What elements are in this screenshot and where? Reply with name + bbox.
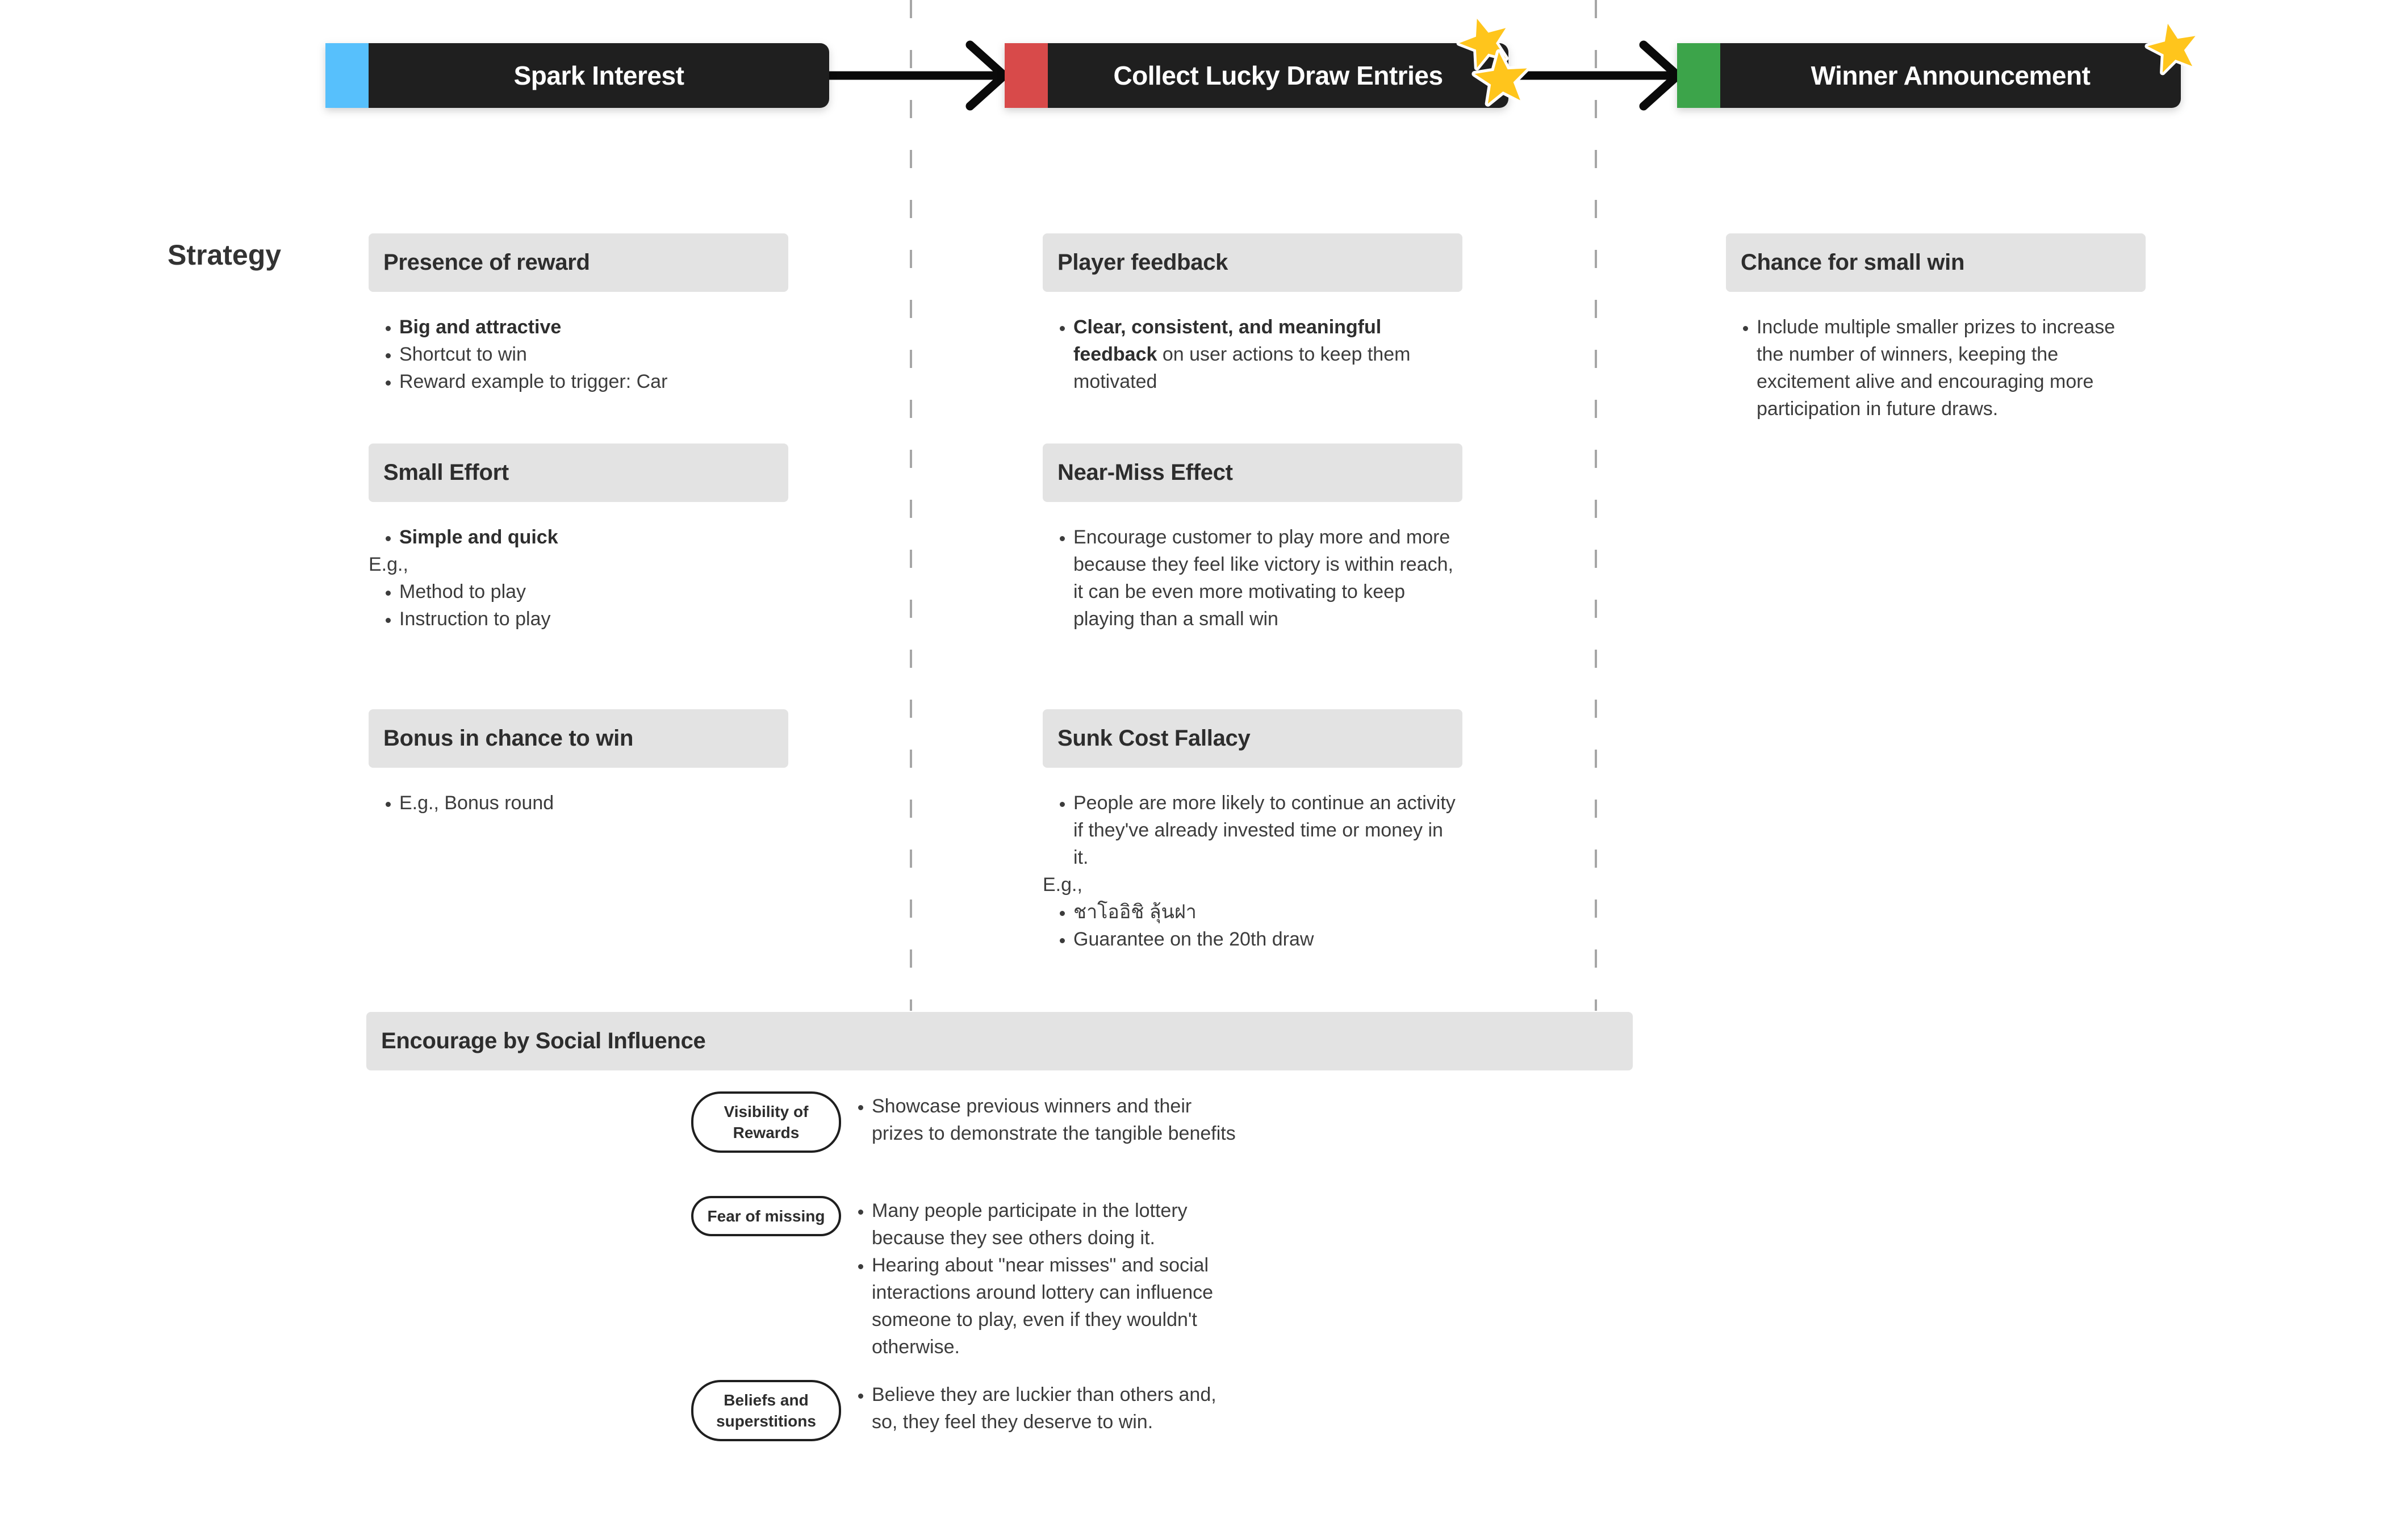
phase-accent-green — [1677, 43, 1720, 108]
section-title: Sunk Cost Fallacy — [1057, 726, 1251, 751]
social-group-beliefs-and-superstitions: Beliefs and superstitions Believe they a… — [691, 1380, 1247, 1441]
section-sunk-cost-fallacy: Sunk Cost Fallacy People are more likely… — [1043, 709, 1462, 953]
pill-visibility-of-rewards: Visibility of Rewards — [691, 1091, 841, 1153]
section-small-effort: Small Effort Simple and quick E.g., Meth… — [369, 444, 788, 633]
column-divider-2 — [1595, 0, 1597, 1011]
column-winner-announcement: Chance for small win Include multiple sm… — [1726, 0, 2146, 1527]
section-title: Player feedback — [1057, 250, 1228, 275]
phase-accent-red — [1005, 43, 1048, 108]
list-item: Simple and quick — [399, 524, 788, 551]
section-encourage-by-social-influence: Encourage by Social Influence — [366, 1012, 1633, 1070]
eg-label: E.g., — [369, 554, 408, 575]
list-item: Encourage customer to play more and more… — [1073, 524, 1462, 633]
arrow-right-icon — [827, 40, 1009, 111]
list-item: E.g., Bonus round — [399, 789, 788, 817]
list-item: Method to play — [399, 578, 788, 605]
section-title: Chance for small win — [1741, 250, 1965, 275]
phase-title: Spark Interest — [513, 61, 684, 90]
phase-accent-blue — [325, 43, 369, 108]
list-item: Big and attractive — [399, 313, 788, 341]
list-item: Shortcut to win — [399, 341, 788, 368]
pill-fear-of-missing: Fear of missing — [691, 1196, 841, 1236]
row-label-strategy: Strategy — [168, 239, 282, 271]
eg-label: E.g., — [1043, 874, 1082, 896]
section-title: Small Effort — [383, 460, 509, 485]
phase-title: Collect Lucky Draw Entries — [1113, 61, 1443, 90]
list-item: Hearing about "near misses" and social i… — [872, 1252, 1247, 1361]
section-near-miss-effect: Near-Miss Effect Encourage customer to p… — [1043, 444, 1462, 633]
section-player-feedback: Player feedback Clear, consistent, and m… — [1043, 233, 1462, 395]
phase-bar-winner-announcement: Winner Announcement — [1677, 43, 2181, 108]
star-icon — [1456, 16, 1509, 71]
pill-beliefs-and-superstitions: Beliefs and superstitions — [691, 1380, 841, 1441]
phase-bar-spark-interest: Spark Interest — [325, 43, 829, 108]
star-icon — [1471, 49, 1530, 107]
list-item: Include multiple smaller prizes to incre… — [1757, 313, 2146, 422]
column-spark-interest: Presence of reward Big and attractive Sh… — [369, 0, 788, 1527]
section-title: Bonus in chance to win — [383, 726, 634, 751]
column-collect-entries: Player feedback Clear, consistent, and m… — [1043, 0, 1462, 1527]
section-presence-of-reward: Presence of reward Big and attractive Sh… — [369, 233, 788, 395]
section-bonus-in-chance-to-win: Bonus in chance to win E.g., Bonus round — [369, 709, 788, 817]
column-divider-1 — [910, 0, 912, 1011]
section-title: Presence of reward — [383, 250, 590, 275]
section-title: Near-Miss Effect — [1057, 460, 1233, 485]
list-item: Clear, consistent, and meaningful feedba… — [1073, 313, 1462, 395]
social-group-visibility-of-rewards: Visibility of Rewards Showcase previous … — [691, 1091, 1247, 1153]
phase-title: Winner Announcement — [1811, 61, 2091, 90]
list-item: ชาโออิชิ ลุ้นฝา — [1073, 898, 1462, 926]
phase-bar-collect-entries: Collect Lucky Draw Entries — [1005, 43, 1508, 108]
list-item: Instruction to play — [399, 605, 788, 633]
section-title: Encourage by Social Influence — [381, 1028, 706, 1053]
list-item: People are more likely to continue an ac… — [1073, 789, 1462, 871]
list-item: Many people participate in the lottery b… — [872, 1197, 1247, 1252]
list-item: Believe they are luckier than others and… — [872, 1381, 1247, 1436]
list-item: Reward example to trigger: Car — [399, 368, 788, 395]
list-item: Showcase previous winners and their priz… — [872, 1093, 1247, 1147]
social-group-fear-of-missing: Fear of missing Many people participate … — [691, 1196, 1247, 1361]
star-icon — [2144, 20, 2198, 76]
list-item: Guarantee on the 20th draw — [1073, 926, 1462, 953]
section-chance-for-small-win: Chance for small win Include multiple sm… — [1726, 233, 2146, 422]
